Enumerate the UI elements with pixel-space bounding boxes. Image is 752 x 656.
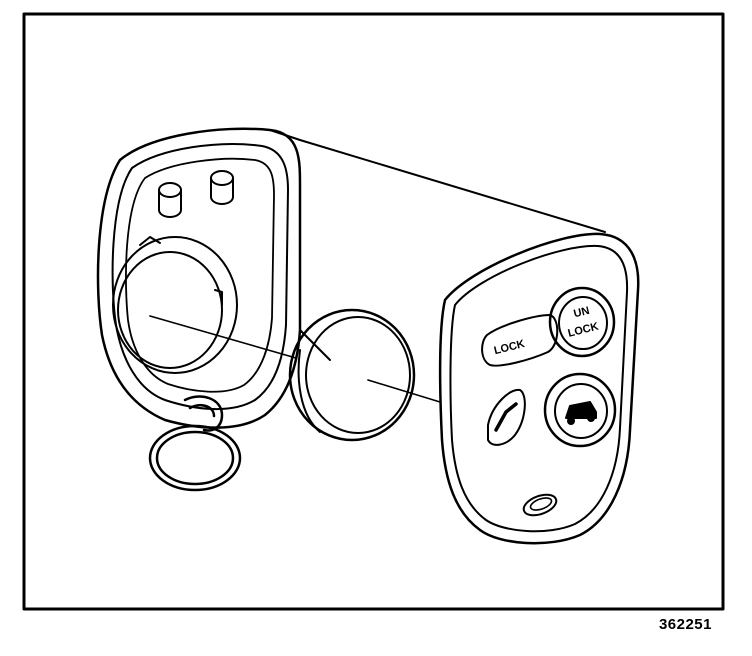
lock-button-label: LOCK <box>493 338 526 357</box>
remote-front-cover: LOCK UN LOCK <box>438 232 640 545</box>
led-indicator <box>522 493 558 517</box>
alignment-lines <box>149 315 441 403</box>
figure-frame <box>22 12 725 611</box>
unlock-button-label-line1: UN <box>572 305 590 321</box>
battery-compartment <box>112 236 238 374</box>
trunk-icon <box>494 402 518 432</box>
car-icon <box>565 401 597 425</box>
trunk-button[interactable] <box>487 388 526 446</box>
unlock-button-label-line2: LOCK <box>567 321 600 340</box>
figure-number: 362251 <box>658 616 712 633</box>
lock-button[interactable]: LOCK <box>481 314 559 367</box>
coin-battery <box>288 308 416 442</box>
remote-back-housing <box>96 127 302 492</box>
exploded-view-lines <box>299 139 606 361</box>
key-ring <box>148 395 242 492</box>
unlock-button[interactable]: UN LOCK <box>548 286 616 358</box>
panic-button[interactable] <box>543 372 617 448</box>
housing-pegs <box>158 170 234 218</box>
